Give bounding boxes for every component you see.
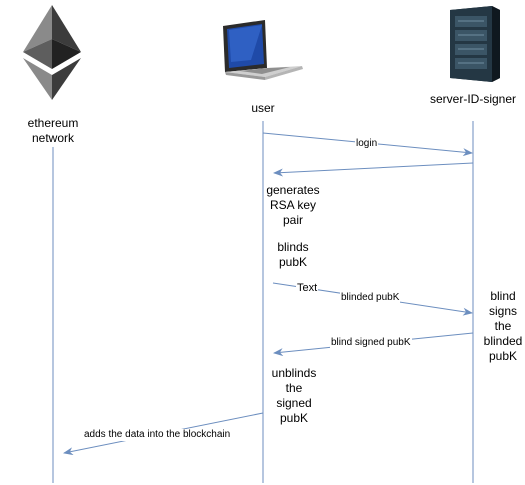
signer-actor-label: server-ID-signer: [429, 92, 516, 106]
response-arrow: [273, 162, 474, 177]
ethereum-actor-label: ethereum network: [27, 116, 79, 145]
text-message-label: Text: [296, 282, 319, 294]
adds-data-message-label: adds the data into the blockchain: [83, 429, 232, 441]
blinds-pubk-note: blinds pubK: [277, 240, 309, 269]
blind-signs-note: blind signs the blinded pubK: [483, 289, 523, 363]
blind-signed-pubk-message-label: blind signed pubK: [330, 337, 412, 349]
ethereum-logo-icon: [23, 5, 81, 100]
login-message-label: login: [355, 138, 379, 150]
blinded-pubk-message-label: blinded pubK: [340, 292, 401, 304]
user-actor-label: user: [251, 101, 275, 115]
generates-rsa-note: generates RSA key pair: [266, 183, 320, 227]
unblinds-note: unblinds the signed pubK: [271, 366, 317, 425]
server-rack-icon: [450, 6, 500, 82]
laptop-icon: [223, 20, 303, 80]
